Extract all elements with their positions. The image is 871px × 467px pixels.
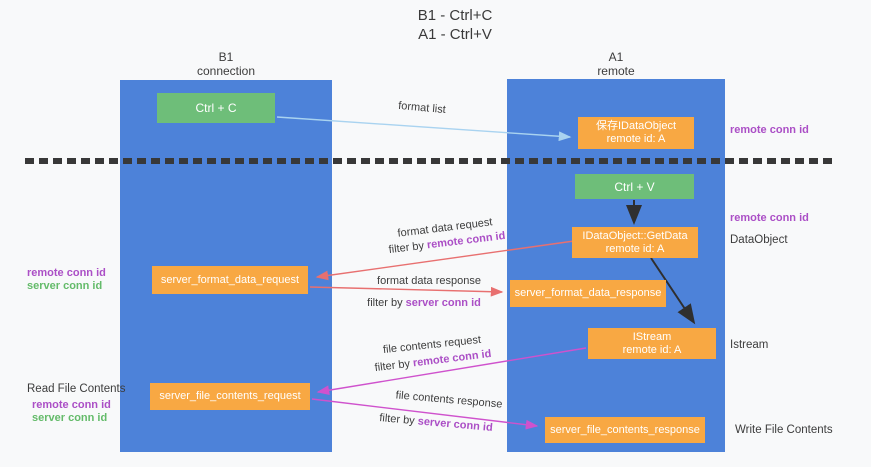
server-file-contents-request-label: server_file_contents_request bbox=[159, 390, 301, 402]
lane-a1-subtitle: remote bbox=[597, 64, 635, 78]
save-idataobject-remote-id: remote id: A bbox=[606, 133, 666, 145]
arrow-format-data-response bbox=[309, 286, 504, 297]
right-write-file-contents-label: Write File Contents bbox=[735, 424, 833, 436]
diagram-title: B1 - Ctrl+C A1 - Ctrl+V bbox=[370, 6, 540, 44]
left-read-file-contents-label: Read File Contents bbox=[27, 383, 126, 395]
lane-b1-name: B1 bbox=[218, 50, 234, 64]
node-server-file-contents-response: server_file_contents_response bbox=[545, 417, 705, 443]
server-conn-id-key: server conn id bbox=[417, 415, 494, 434]
right-remote-conn-id-top: remote conn id bbox=[730, 124, 809, 136]
edge-label-format-response-filter: filter by server conn id bbox=[367, 297, 481, 309]
node-server-format-data-request: server_format_data_request bbox=[152, 266, 308, 294]
session-divider-line bbox=[25, 158, 833, 164]
edge-label-format-data-response: format data response bbox=[377, 275, 481, 287]
server-format-data-request-label: server_format_data_request bbox=[160, 273, 300, 286]
right-istream-label: Istream bbox=[730, 339, 769, 351]
left-remote-conn-id-top: remote conn id bbox=[27, 267, 106, 279]
right-dataobject-label: DataObject bbox=[730, 234, 788, 246]
node-ctrl-v: Ctrl + V bbox=[575, 174, 694, 199]
lane-header-a1: A1 remote bbox=[507, 50, 725, 78]
getdata-title: IDataObject::GetData bbox=[582, 229, 688, 242]
node-server-file-contents-request: server_file_contents_request bbox=[150, 383, 310, 410]
getdata-remote-id: remote id: A bbox=[605, 242, 665, 255]
lane-b1-subtitle: connection bbox=[196, 64, 256, 78]
node-save-idataobject: 保存IDataObject remote id: A bbox=[578, 117, 694, 149]
title-line-b1: B1 - Ctrl+C bbox=[417, 7, 493, 24]
node-ctrl-c: Ctrl + C bbox=[157, 93, 275, 123]
edge-label-format-list: format list bbox=[397, 99, 447, 117]
edge-label-file-response-filter: filter by server conn id bbox=[379, 412, 493, 434]
ctrl-c-label: Ctrl + C bbox=[195, 101, 237, 115]
istream-title: IStream bbox=[632, 330, 672, 343]
node-server-format-data-response: server_format_data_response bbox=[510, 280, 666, 307]
title-line-a1: A1 - Ctrl+V bbox=[418, 26, 492, 43]
lane-header-b1: B1 connection bbox=[120, 50, 332, 78]
node-istream: IStream remote id: A bbox=[588, 328, 716, 359]
right-remote-conn-id-mid: remote conn id bbox=[730, 212, 809, 224]
ctrl-v-label: Ctrl + V bbox=[614, 179, 655, 194]
save-idataobject-title: 保存IDataObject bbox=[595, 120, 677, 132]
server-format-data-response-label: server_format_data_response bbox=[514, 287, 662, 299]
istream-remote-id: remote id: A bbox=[622, 343, 682, 356]
filter-by-text: filter by bbox=[378, 412, 416, 428]
filter-by-text: filter by bbox=[367, 297, 403, 309]
node-idataobject-getdata: IDataObject::GetData remote id: A bbox=[572, 227, 698, 258]
server-conn-id-key: server conn id bbox=[405, 297, 481, 309]
left-remote-conn-id-bottom: remote conn id bbox=[32, 399, 111, 411]
left-server-conn-id-top: server conn id bbox=[27, 280, 103, 292]
server-file-contents-response-label: server_file_contents_response bbox=[550, 423, 700, 436]
lane-a1-name: A1 bbox=[608, 50, 624, 64]
filter-by-text: filter by bbox=[388, 239, 425, 257]
filter-by-text: filter by bbox=[374, 357, 411, 375]
left-server-conn-id-bottom: server conn id bbox=[32, 412, 108, 424]
edge-label-file-contents-response: file contents response bbox=[395, 389, 503, 411]
